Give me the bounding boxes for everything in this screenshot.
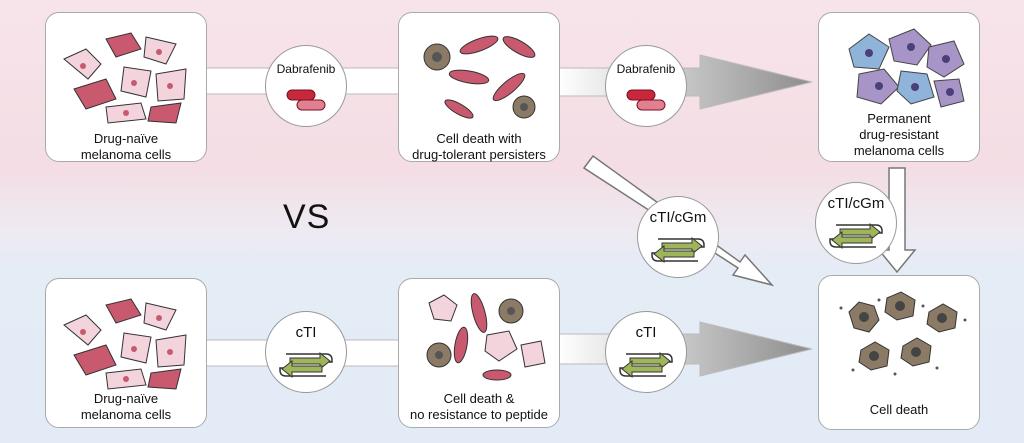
bottom-start-box: Drug-naïve melanoma cells [45, 278, 207, 428]
top-end-box: Permanent drug-resistant melanoma cells [818, 12, 980, 162]
resistant-cells-illustration [848, 28, 965, 108]
top-drug-label-2: Dabrafenib [616, 62, 676, 76]
pill-icon [626, 89, 666, 111]
top-drug-circle-1: Dabrafenib [265, 45, 347, 127]
top-drug-label-1: Dabrafenib [276, 62, 336, 76]
persister-cells-illustration [423, 35, 536, 119]
naive-cells-illustration [63, 32, 187, 124]
bottom-start-label-line-2: melanoma cells [80, 407, 172, 422]
cyclic-peptide-icon [619, 351, 673, 379]
top-middle-label-line-1: Cell death with [436, 131, 522, 146]
top-start-label-line-2: melanoma cells [80, 147, 172, 162]
top-middle-box: Cell death with drug-tolerant persisters [398, 12, 560, 162]
bottom-middle-label-line-1: Cell death & [443, 391, 515, 406]
cross-peptide-label-2: cTI/cGm [827, 195, 885, 212]
cyclic-peptide-icon [829, 222, 883, 250]
cross-peptide-circle-1: cTI/cGm [637, 196, 719, 278]
bottom-peptide-circle-2: cTI [605, 311, 687, 393]
bottom-end-label-line-1: Cell death [869, 402, 929, 417]
vs-label: VS [283, 198, 331, 236]
top-end-label-line-2: drug-resistant [859, 127, 939, 142]
dying-cells-illustration [426, 293, 546, 381]
top-drug-circle-2: Dabrafenib [605, 45, 687, 127]
top-end-label-line-3: melanoma cells [853, 143, 945, 158]
pill-icon [286, 89, 326, 111]
dead-cells-illustration [839, 291, 967, 376]
top-start-box: Drug-naïve melanoma cells [45, 12, 207, 162]
vertical-arrow [877, 167, 917, 274]
cyclic-peptide-icon [651, 236, 705, 264]
naive-cells-illustration [63, 298, 187, 390]
bottom-peptide-label-2: cTI [635, 324, 657, 341]
top-start-label-line-1: Drug-naïve [93, 131, 159, 146]
bottom-end-box: Cell death [818, 275, 980, 430]
bottom-middle-box: Cell death & no resistance to peptide [398, 278, 560, 428]
bottom-middle-label-line-2: no resistance to peptide [409, 407, 549, 422]
bottom-start-label-line-1: Drug-naïve [93, 391, 159, 406]
cyclic-peptide-icon [279, 351, 333, 379]
cross-peptide-circle-2: cTI/cGm [815, 182, 897, 264]
bottom-peptide-circle-1: cTI [265, 311, 347, 393]
top-middle-label-line-2: drug-tolerant persisters [412, 147, 546, 162]
cross-peptide-label-1: cTI/cGm [649, 209, 707, 226]
top-end-label-line-1: Permanent [867, 111, 931, 126]
bottom-peptide-label-1: cTI [295, 324, 317, 341]
